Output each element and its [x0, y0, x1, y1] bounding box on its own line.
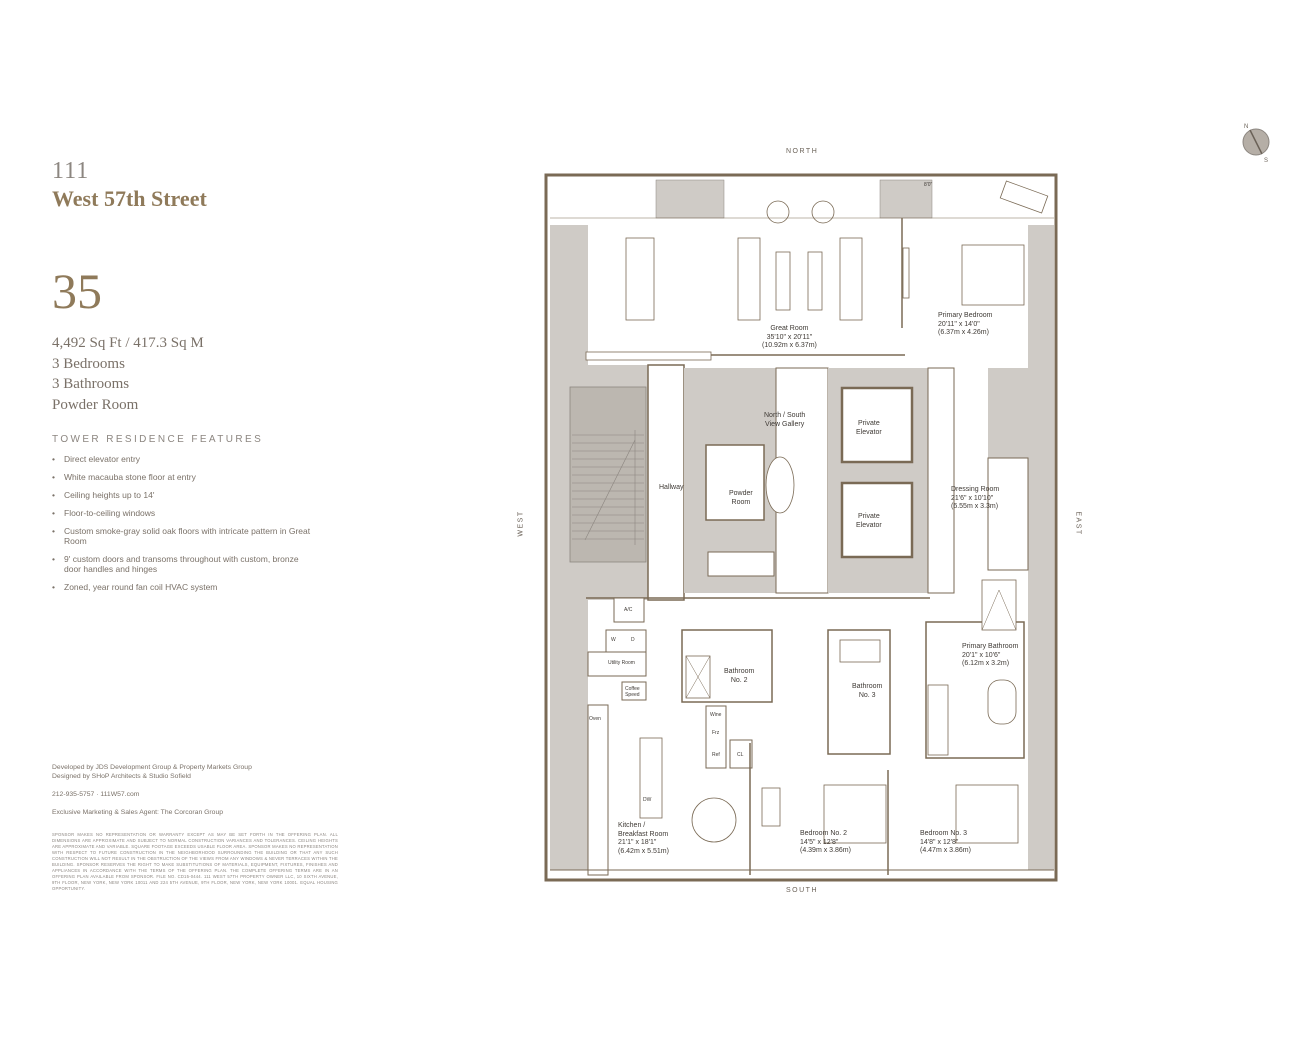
fixture-closet: CL — [737, 752, 744, 758]
fixture-dishwasher: DW — [643, 797, 652, 803]
feature-item: Custom smoke-gray solid oak floors with … — [52, 526, 312, 546]
developer-credit: Developed by JDS Development Group & Pro… — [52, 764, 252, 771]
designer-credit: Designed by SHoP Architects & Studio Sof… — [52, 773, 191, 780]
agent-credit: Exclusive Marketing & Sales Agent: The C… — [52, 809, 224, 816]
room-primary-bedroom: Primary Bedroom 20'11" x 14'0" (6.37m x … — [938, 312, 993, 336]
room-private-elevator-1: Private Elevator — [856, 420, 882, 436]
feature-item: White macauba stone floor at entry — [52, 472, 312, 482]
stat-bedrooms: 3 Bedrooms — [52, 355, 125, 372]
fixture-ac: A/C — [624, 607, 633, 613]
compass-rose-icon: N S — [1238, 122, 1274, 164]
room-bedroom-3: Bedroom No. 3 14'8" x 12'8" (4.47m x 3.8… — [920, 830, 971, 854]
west-label: WEST — [517, 510, 525, 537]
room-bathroom-3: Bathroom No. 3 — [852, 683, 883, 699]
unit-number: 35 — [52, 263, 102, 319]
legal-disclaimer: SPONSOR MAKES NO REPRESENTATION OR WARRA… — [52, 832, 338, 891]
room-kitchen: Kitchen / Breakfast Room 21'1" x 18'1" (… — [618, 822, 669, 855]
room-powder: Powder Room — [729, 490, 753, 506]
room-bedroom-2: Bedroom No. 2 14'5" x 12'8" (4.39m x 3.8… — [800, 830, 851, 854]
room-primary-bathroom: Primary Bathroom 20'1" x 10'6" (6.12m x … — [962, 643, 1019, 667]
features-list: Direct elevator entry White macauba ston… — [52, 454, 312, 600]
room-gallery: North / South View Gallery — [764, 412, 806, 428]
fixture-wine: Wine — [710, 712, 722, 718]
feature-item: Ceiling heights up to 14' — [52, 490, 312, 500]
room-dressing: Dressing Room 21'6" x 10'10" (6.55m x 3.… — [951, 486, 1000, 510]
fixture-dryer: D — [631, 637, 635, 643]
ceiling-height-mark: 8'0" — [924, 182, 933, 188]
compass-s: S — [1264, 158, 1268, 162]
south-label: SOUTH — [786, 887, 818, 894]
fixture-oven: Oven — [589, 716, 601, 722]
stat-bathrooms: 3 Bathrooms — [52, 376, 130, 392]
feature-item: 9' custom doors and transoms throughout … — [52, 554, 312, 574]
fixture-washer: W — [611, 637, 616, 643]
feature-item: Floor-to-ceiling windows — [52, 508, 312, 518]
floor-plan-drawing — [544, 173, 1058, 882]
feature-item: Zoned, year round fan coil HVAC system — [52, 582, 312, 592]
building-name: West 57th Street — [52, 186, 207, 211]
room-hallway: Hallway — [659, 484, 684, 491]
fixture-coffee: Coffee Speed — [625, 686, 640, 698]
building-number: 111 — [52, 158, 90, 184]
contact-info: 212-935-5757 · 111W57.com — [52, 791, 140, 798]
features-title: TOWER RESIDENCE FEATURES — [52, 434, 264, 445]
credits: Developed by JDS Development Group & Pro… — [52, 763, 342, 817]
room-private-elevator-2: Private Elevator — [856, 513, 882, 529]
room-utility: Utility Room — [608, 660, 635, 666]
unit-stats: 4,492 Sq Ft / 417.3 Sq M 3 Bedrooms 3 Ba… — [52, 333, 204, 415]
stat-powder: Powder Room — [52, 396, 139, 413]
fixture-refrigerator: Ref — [712, 752, 720, 758]
room-great-room: Great Room 35'10" x 20'11" (10.92m x 6.3… — [762, 325, 817, 349]
stat-area: 4,492 Sq Ft / 417.3 Sq M — [52, 335, 204, 351]
compass-n: N — [1244, 124, 1248, 130]
north-label: NORTH — [786, 148, 819, 155]
feature-item: Direct elevator entry — [52, 454, 312, 464]
room-bathroom-2: Bathroom No. 2 — [724, 668, 755, 684]
east-label: EAST — [1074, 511, 1082, 536]
floor-plan: NORTH SOUTH WEST EAST Great Room 35'10" … — [510, 140, 1110, 910]
fixture-freezer: Frz — [712, 730, 720, 736]
